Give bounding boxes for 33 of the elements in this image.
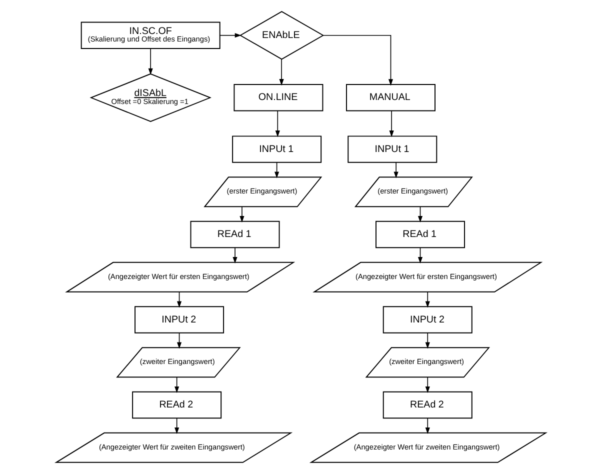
node-diamond: ENAbLE — [238, 11, 324, 60]
arrow — [174, 376, 179, 393]
arrow — [239, 206, 244, 223]
node-box: REAd 2 — [132, 391, 222, 419]
node-box: REAd 2 — [382, 391, 472, 419]
arrow — [174, 418, 179, 434]
arrow — [148, 48, 152, 75]
node-box: ON.LINE — [233, 84, 323, 112]
arrow — [424, 418, 430, 434]
arrow — [393, 162, 398, 178]
arrow — [232, 247, 237, 264]
node-box: REAd 1 — [190, 220, 280, 248]
node-box: INPUt 2 — [382, 306, 472, 334]
arrow — [274, 110, 280, 138]
node-box: INPUt 1 — [347, 136, 437, 163]
arrow — [176, 292, 182, 308]
arrow — [417, 206, 422, 223]
arrow — [278, 58, 284, 86]
node-diamond: dISAbL Offset =0 Skalierung =1 — [89, 73, 211, 122]
node-box: REAd 1 — [375, 220, 465, 248]
arrow — [424, 332, 430, 349]
node-box: MANUAL — [346, 84, 435, 112]
arrow — [322, 34, 393, 86]
arrow — [424, 376, 430, 393]
arrow — [176, 332, 182, 349]
arrow — [219, 33, 241, 38]
arrow — [274, 162, 279, 178]
node-box: INPUt 2 — [134, 306, 224, 334]
arrow — [417, 247, 422, 264]
node-box: INPUt 1 — [232, 136, 322, 163]
arrow — [424, 292, 430, 308]
arrow — [388, 110, 394, 138]
node-box: IN.SC.OF (Skalierung und Offset des Eingangs) — [80, 22, 220, 49]
